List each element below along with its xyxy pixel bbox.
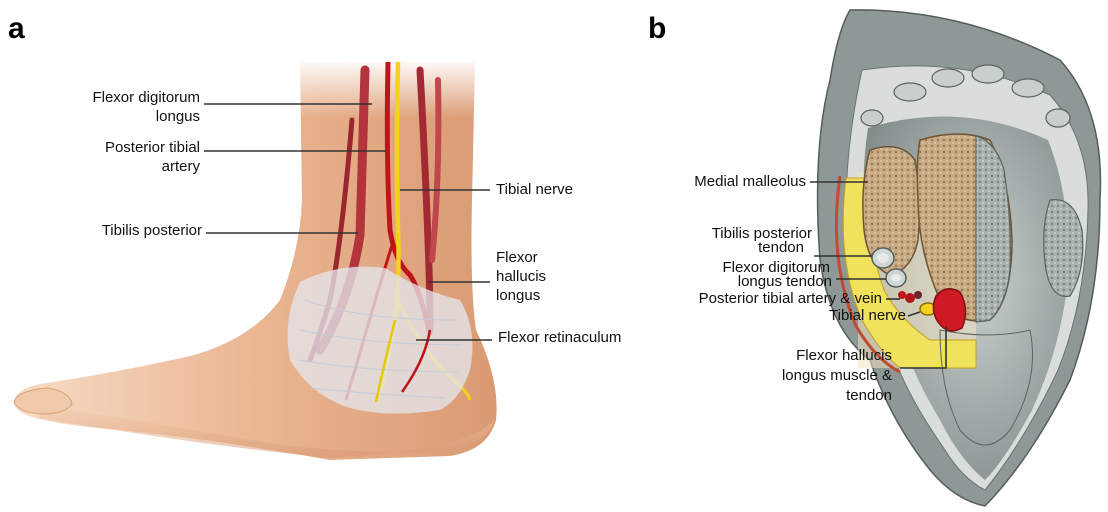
label-tib-nerve: Tibial nerve — [496, 181, 573, 198]
panel-a: a F — [8, 12, 621, 460]
label-fdl-line1: Flexor digitorum — [92, 89, 200, 106]
label-fhl-line3: longus — [496, 287, 540, 304]
label-tib-post: Tibilis posterior — [102, 222, 202, 239]
panel-a-letter: a — [8, 12, 25, 45]
label-pta-line1: Posterior tibial — [105, 139, 200, 156]
label-fdl-tendon-line2: longus tendon — [738, 273, 832, 290]
label-fhl-line1: Flexor — [496, 249, 538, 266]
label-fhl-line2: hallucis — [496, 268, 546, 285]
label-fhl-b-line2: longus muscle & — [782, 367, 892, 384]
label-tibial-nerve: Tibial nerve — [829, 307, 906, 324]
panel-b: b — [648, 10, 1101, 506]
label-fhl-b-line3: tendon — [846, 387, 892, 404]
panel-b-letter: b — [648, 12, 666, 45]
label-medial-malleolus: Medial malleolus — [694, 173, 806, 190]
label-retinaculum: Flexor retinaculum — [498, 329, 621, 346]
fibula-bone — [1044, 200, 1083, 297]
label-pta-vein: Posterior tibial artery & vein — [699, 290, 882, 307]
tendon-fdl — [886, 269, 906, 287]
tendon-tp — [872, 248, 894, 268]
label-fdl-line2: longus — [156, 108, 200, 125]
label-tp-line2: tendon — [758, 239, 804, 256]
label-fhl-b-line1: Flexor hallucis — [796, 347, 892, 364]
label-pta-line2: artery — [162, 158, 201, 175]
